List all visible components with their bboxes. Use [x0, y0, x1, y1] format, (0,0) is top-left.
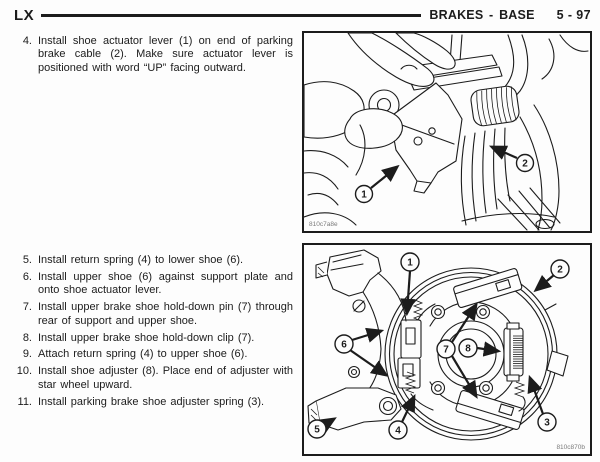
callout-5: 5	[307, 417, 337, 439]
callout-2-number: 2	[522, 159, 528, 170]
cable-strands	[460, 127, 511, 226]
callout-5-number: 5	[314, 425, 320, 436]
callout-6: 6	[334, 327, 389, 377]
adjuster-spring	[513, 381, 526, 398]
lower-shoe	[455, 390, 525, 430]
figure-actuator-lever-drawing: 1 2 810c7a8e	[304, 33, 589, 231]
callout-1-number: 1	[407, 258, 413, 269]
step-text: Install upper shoe (6) against support p…	[38, 270, 293, 297]
callout-6-number: 6	[341, 340, 347, 351]
shoe-adjuster	[503, 322, 526, 412]
step-text: Install return spring (4) to lower shoe …	[38, 254, 244, 266]
left-shoe-hardware	[397, 298, 436, 411]
callout-2-number: 2	[557, 265, 563, 276]
callout-1: 1	[400, 252, 420, 317]
step-number: 10.	[16, 365, 32, 378]
figure-actuator-lever: 1 2 810c7a8e	[302, 31, 592, 233]
step-text: Install upper brake shoe hold-down clip …	[38, 331, 255, 344]
knuckle-upper-lobe	[315, 249, 407, 396]
step-4: 4. Install shoe actuator lever (1) on en…	[13, 35, 293, 75]
step-11: 11. Install parking brake shoe adjuster …	[13, 396, 293, 409]
knuckle-lower-lobe	[307, 365, 402, 431]
callout-2: 2	[533, 259, 570, 293]
instructions-upper: 4. Install shoe actuator lever (1) on en…	[13, 35, 293, 79]
star-wheel	[513, 335, 523, 369]
figure-brake-assembly-drawing: 1 2 3 4 5	[307, 249, 585, 451]
callout-3: 3	[527, 374, 557, 432]
step-text: Install upper brake shoe hold-down pin (…	[38, 301, 293, 327]
step-number: 4.	[22, 35, 32, 47]
bolt-holes	[430, 304, 494, 396]
hand	[304, 33, 456, 226]
callout-1: 1	[354, 164, 400, 204]
step-5: 5. Install return spring (4) to lower sh…	[13, 254, 293, 267]
figure-brake-assembly: 1 2 3 4 5	[302, 243, 592, 456]
step-10: 10. Install shoe adjuster (8). Place end…	[13, 365, 293, 392]
step-7: 7. Install upper brake shoe hold-down pi…	[13, 301, 293, 328]
step-number: 7.	[22, 301, 32, 314]
step-8: 8. Install upper brake shoe hold-down cl…	[13, 332, 293, 345]
step-number: 8.	[22, 331, 32, 344]
upper-return-spring	[412, 299, 424, 322]
step-number: 11.	[17, 395, 32, 408]
callout-7-number: 7	[443, 345, 449, 356]
upper-shoe	[453, 268, 523, 309]
callout-4-number: 4	[395, 426, 401, 437]
page-header: LX BRAKES - BASE 5 - 97	[14, 5, 591, 25]
header-rule	[41, 14, 422, 17]
figure-label: 810c7a8e	[309, 221, 338, 228]
callout-8-number: 8	[465, 344, 471, 355]
page-number: 5 - 97	[556, 8, 591, 22]
instructions-lower: 5. Install return spring (4) to lower sh…	[13, 254, 293, 413]
step-number: 9.	[22, 348, 32, 361]
step-number: 6.	[22, 270, 32, 283]
model-code: LX	[14, 6, 35, 24]
callout-2: 2	[488, 145, 535, 173]
callout-8: 8	[458, 338, 502, 358]
step-6: 6. Install upper shoe (6) against suppor…	[13, 271, 293, 298]
cable-spring-coil	[470, 85, 520, 127]
step-text: Attach return spring (4) to upper shoe (…	[38, 348, 248, 361]
knuckle-background	[449, 34, 589, 231]
lower-return-spring	[404, 371, 417, 394]
section-title: BRAKES - BASE	[429, 8, 535, 22]
step-text: Install parking brake shoe adjuster spri…	[38, 395, 265, 408]
step-text: Install shoe adjuster (8). Place end of …	[38, 365, 293, 391]
callout-4: 4	[388, 394, 416, 440]
step-number: 5.	[22, 254, 32, 266]
figure-label: 810c870b	[556, 444, 585, 451]
callout-7: 7	[436, 302, 478, 399]
callout-1-number: 1	[361, 190, 367, 201]
step-text: Install shoe actuator lever (1) on end o…	[38, 35, 293, 74]
callout-3-number: 3	[544, 418, 550, 429]
step-9: 9. Attach return spring (4) to upper sho…	[13, 348, 293, 361]
